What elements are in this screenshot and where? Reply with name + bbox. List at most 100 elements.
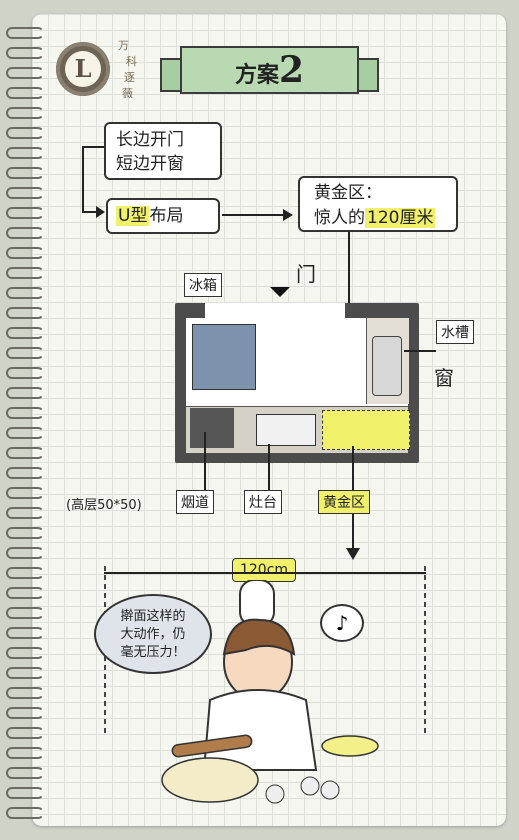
arrow-head (346, 548, 360, 560)
brand-char-4: 薇 (122, 87, 133, 100)
arrow-head (96, 206, 105, 218)
spiral-ring (4, 706, 44, 719)
layout-box: U型布局 (106, 198, 220, 234)
spiral-ring (4, 786, 44, 799)
flue-pointer (204, 432, 206, 490)
spiral-ring (4, 346, 44, 359)
dough-icon (161, 757, 259, 803)
fridge-block (192, 324, 256, 390)
chef-hair (222, 618, 296, 656)
spiral-ring (4, 466, 44, 479)
dimension-guide-right (424, 566, 426, 736)
layout-rest: 布局 (149, 206, 184, 226)
sink-label: 水槽 (436, 320, 474, 344)
logo-badge: L (56, 42, 110, 96)
arrow-line (352, 514, 354, 550)
golden-title: 黄金区： (314, 183, 382, 203)
speech-line-1: 擀面这样的 (120, 609, 186, 624)
spiral-ring (4, 526, 44, 539)
spiral-ring (4, 546, 44, 559)
spiral-ring (4, 26, 44, 39)
bun-icon (300, 776, 320, 796)
flue-size-note: (高层50*50) (66, 498, 142, 513)
bowl-icon (321, 735, 379, 757)
spiral-ring (4, 486, 44, 499)
golden-subtitle: 惊人的 (314, 208, 365, 228)
connector-line (82, 211, 98, 213)
door-marker-icon (270, 287, 290, 297)
spiral-ring (4, 626, 44, 639)
flue-label: 烟道 (176, 490, 214, 514)
arrow-line (222, 214, 284, 216)
spiral-ring (4, 186, 44, 199)
spiral-ring (4, 746, 44, 759)
golden-zone-block (322, 410, 410, 450)
spiral-ring (4, 586, 44, 599)
spiral-ring (4, 366, 44, 379)
spiral-ring (4, 166, 44, 179)
sink-pointer (404, 350, 436, 352)
sink-basin (372, 336, 402, 396)
connector-line (82, 146, 104, 148)
notes-box: 长边开门 短边开窗 (104, 122, 222, 180)
speech-line-2: 大动作，仍 (120, 627, 186, 642)
spiral-ring (4, 86, 44, 99)
spiral-ring (4, 46, 44, 59)
spiral-ring (4, 446, 44, 459)
layout-highlight: U型 (116, 206, 150, 226)
brand-char-1: 万 (118, 39, 129, 52)
stove-label: 灶台 (244, 490, 282, 514)
title-number: 2 (278, 49, 305, 91)
flue-block (190, 408, 234, 448)
spiral-ring (4, 266, 44, 279)
spiral-ring (4, 646, 44, 659)
spiral-ring (4, 126, 44, 139)
door-label: 门 (296, 262, 316, 286)
spiral-ring (4, 606, 44, 619)
logo-letter: L (65, 51, 101, 87)
spiral-ring (4, 766, 44, 779)
music-note-icon: ♪ (320, 604, 364, 642)
spiral-ring (4, 286, 44, 299)
speech-line-3: 毫无压力！ (120, 645, 186, 660)
spiral-ring (4, 686, 44, 699)
spiral-ring (4, 246, 44, 259)
spiral-ring (4, 106, 44, 119)
door-opening (205, 303, 345, 318)
spiral-ring (4, 226, 44, 239)
stove-block (256, 414, 316, 446)
chef-illustration (161, 580, 379, 804)
spiral-ring (4, 146, 44, 159)
spiral-ring (4, 426, 44, 439)
fridge-label: 冰箱 (184, 273, 222, 297)
spiral-ring (4, 726, 44, 739)
brand-char-2: 科 (126, 55, 137, 68)
title-prefix: 方案 (234, 62, 279, 88)
note-line-2: 短边开窗 (116, 154, 184, 174)
rolling-pin-icon (171, 734, 253, 758)
connector-line (82, 146, 84, 212)
golden-pointer (352, 446, 354, 498)
arrow-head (283, 209, 293, 221)
dimension-label: 120cm (232, 558, 296, 582)
note-line-1: 长边开门 (116, 130, 184, 150)
spiral-ring (4, 206, 44, 219)
spiral-ring (4, 306, 44, 319)
spiral-ring (4, 386, 44, 399)
spiral-ring (4, 66, 44, 79)
bun-icon (320, 780, 340, 800)
spiral-ring (4, 806, 44, 819)
spiral-ring (4, 506, 44, 519)
spiral-ring (4, 566, 44, 579)
speech-bubble: 擀面这样的 大动作，仍 毫无压力！ (94, 594, 212, 674)
spiral-ring (4, 326, 44, 339)
chef-jacket (202, 689, 318, 771)
golden-zone-label: 黄金区 (318, 490, 370, 514)
bun-icon (265, 784, 285, 804)
stove-pointer (268, 444, 270, 490)
brand-text: 万 科 逐 薇 (112, 38, 152, 102)
brand-char-3: 逐 (124, 71, 135, 84)
window-label: 窗 (434, 366, 454, 390)
